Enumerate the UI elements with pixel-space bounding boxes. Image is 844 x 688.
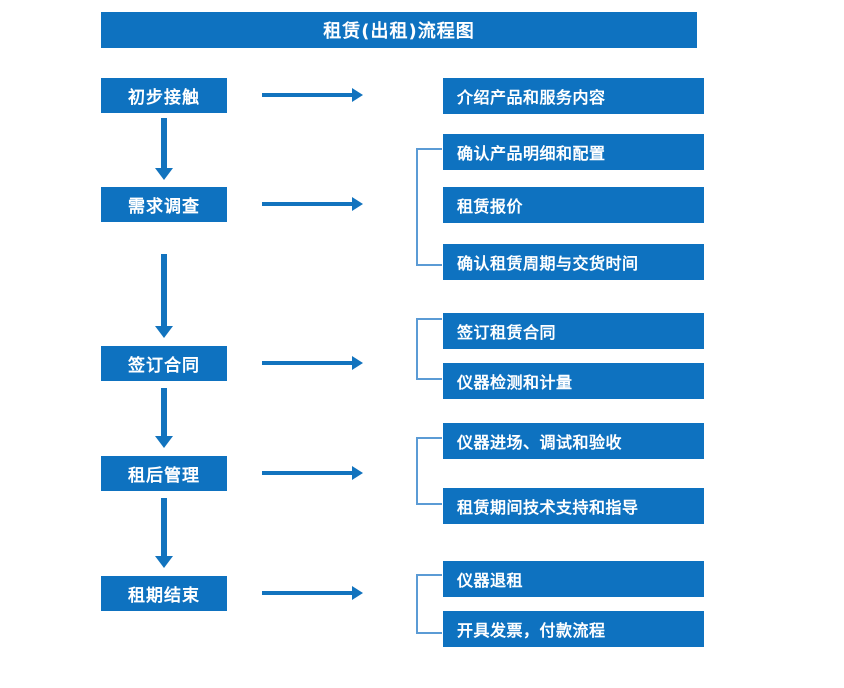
- horizontal-arrow-icon-4: [262, 466, 363, 480]
- flowchart-title: 租赁(出租)流程图: [101, 12, 697, 48]
- stage-box-lease-end[interactable]: 租期结束: [101, 576, 227, 611]
- group-bracket-requirement-survey: [416, 148, 442, 266]
- detail-box-instrument-inspection-metering[interactable]: 仪器检测和计量: [443, 363, 704, 399]
- detail-box-sign-lease-contract[interactable]: 签订租赁合同: [443, 313, 704, 349]
- group-bracket-sign-contract: [416, 318, 442, 380]
- detail-box-instrument-entry-commissioning-acceptance[interactable]: 仪器进场、调试和验收: [443, 423, 704, 459]
- group-bracket-post-rental-management: [416, 437, 442, 505]
- vertical-arrow-icon-3: [155, 388, 173, 448]
- horizontal-arrow-icon-2: [262, 197, 363, 211]
- detail-box-rental-quotation[interactable]: 租赁报价: [443, 187, 704, 223]
- stage-box-post-rental-management[interactable]: 租后管理: [101, 456, 227, 491]
- detail-box-invoice-payment-process[interactable]: 开具发票，付款流程: [443, 611, 704, 647]
- horizontal-arrow-icon-3: [262, 356, 363, 370]
- detail-box-technical-support-during-lease[interactable]: 租赁期间技术支持和指导: [443, 488, 704, 524]
- stage-box-sign-contract[interactable]: 签订合同: [101, 346, 227, 381]
- vertical-arrow-icon-4: [155, 498, 173, 568]
- stage-box-initial-contact[interactable]: 初步接触: [101, 78, 227, 113]
- horizontal-arrow-icon-1: [262, 88, 363, 102]
- vertical-arrow-icon-1: [155, 118, 173, 180]
- stage-box-requirement-survey[interactable]: 需求调查: [101, 187, 227, 222]
- vertical-arrow-icon-2: [155, 254, 173, 338]
- horizontal-arrow-icon-5: [262, 586, 363, 600]
- detail-box-introduce-products-services[interactable]: 介绍产品和服务内容: [443, 78, 704, 114]
- detail-box-confirm-lease-period-delivery[interactable]: 确认租赁周期与交货时间: [443, 244, 704, 280]
- detail-box-instrument-return[interactable]: 仪器退租: [443, 561, 704, 597]
- group-bracket-lease-end: [416, 574, 442, 634]
- detail-box-confirm-product-details[interactable]: 确认产品明细和配置: [443, 134, 704, 170]
